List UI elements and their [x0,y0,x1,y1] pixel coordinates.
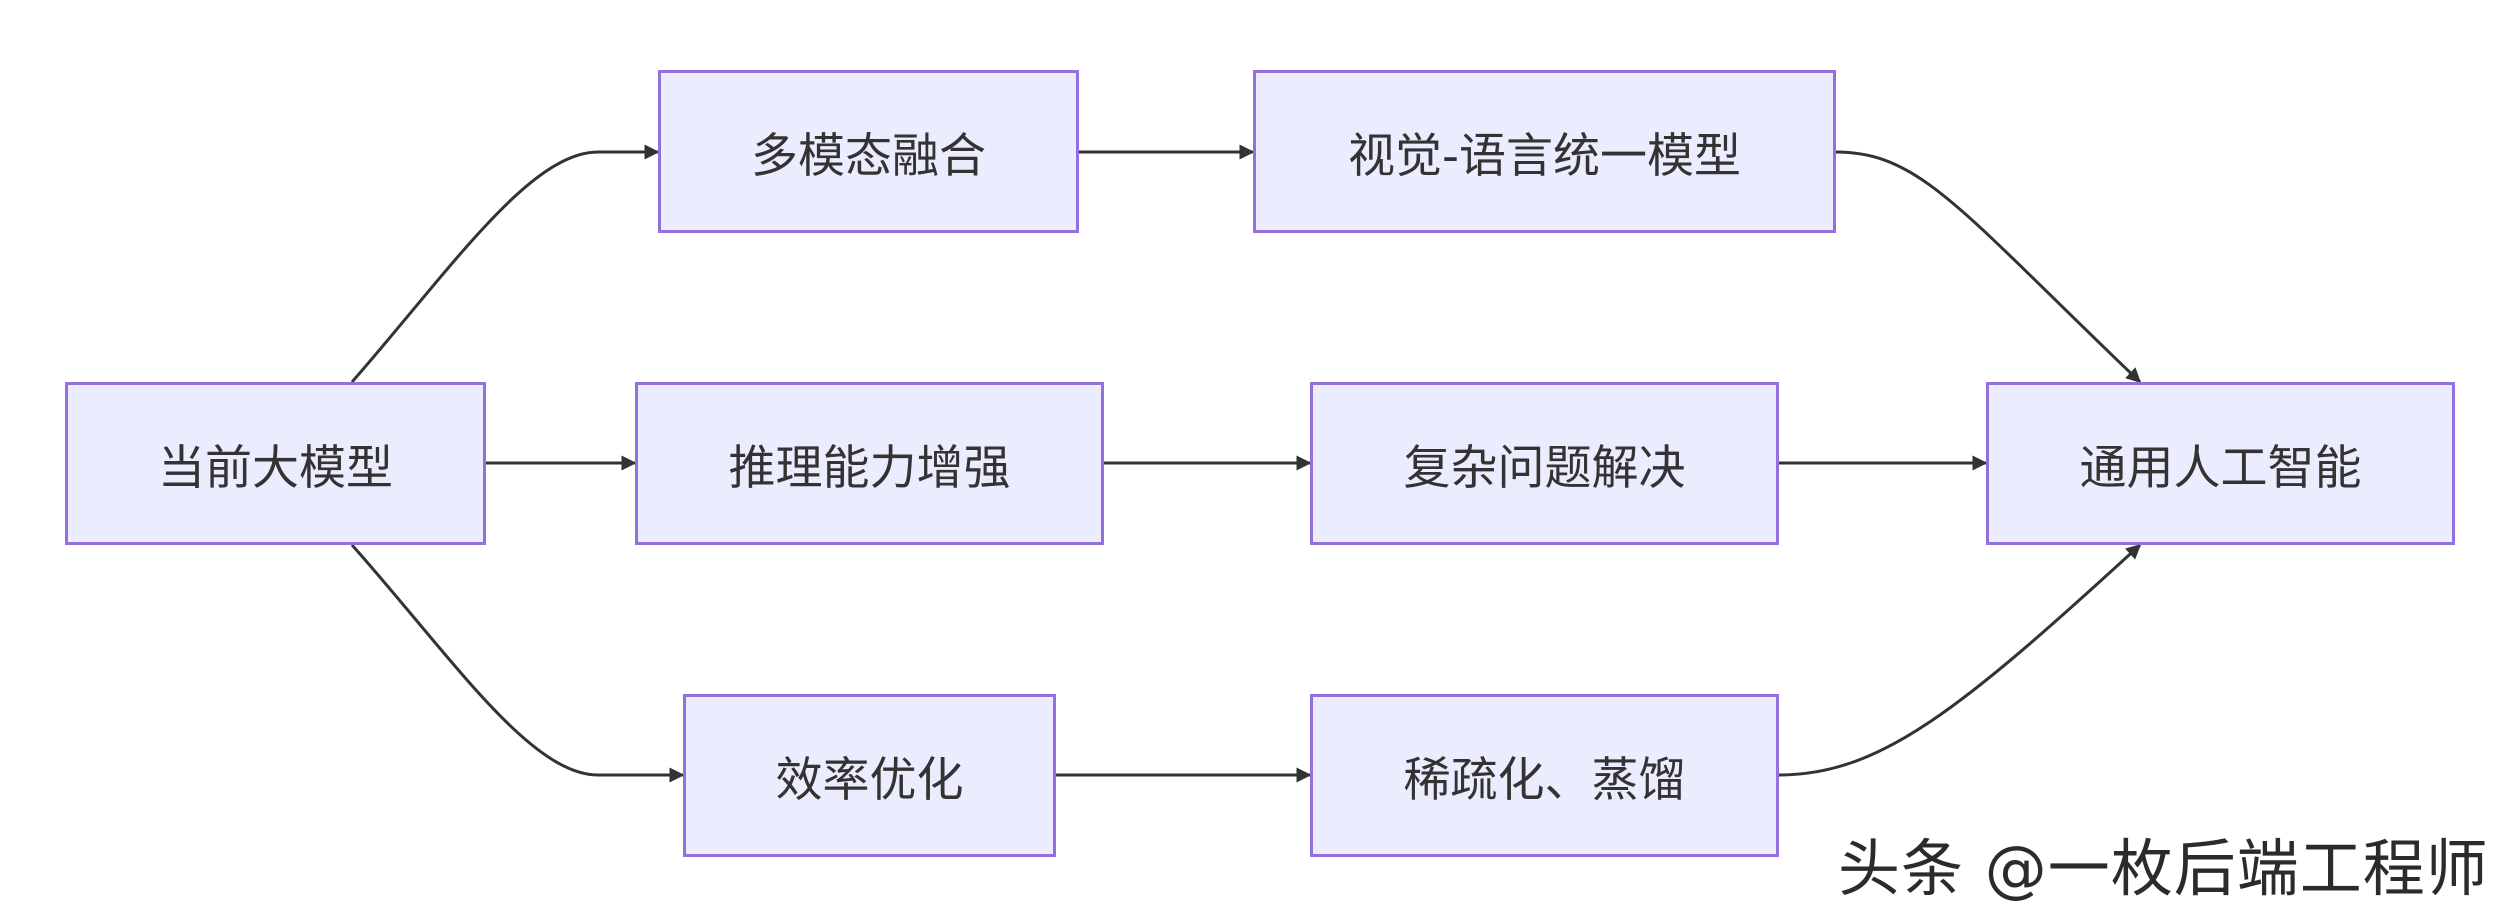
node-current-model: 当前大模型 [65,382,486,545]
node-agi: 通用人工智能 [1986,382,2455,545]
node-vision-language-model: 视觉-语言统一模型 [1253,70,1836,233]
edge-sparse-to-agi [1778,543,2142,777]
node-complex-problem-solving: 复杂问题解决 [1310,382,1779,545]
node-label: 通用人工智能 [2079,441,2362,496]
node-label: 当前大模型 [158,441,393,496]
node-multimodal-fusion: 多模态融合 [658,70,1079,233]
watermark: 头条 @一枚后端工程师 [1838,832,2489,905]
node-label: 推理能力增强 [728,441,1011,496]
node-efficiency-optimization: 效率优化 [683,694,1056,857]
edge-current-to-multimodal [350,144,660,383]
node-label: 多模态融合 [751,129,986,184]
edge-vision-to-agi [1835,150,2142,384]
node-label: 复杂问题解决 [1403,441,1686,496]
node-label: 视觉-语言统一模型 [1348,129,1741,184]
node-label: 效率优化 [775,753,964,808]
node-sparsification-distillation: 稀疏化、蒸馏 [1310,694,1779,857]
node-reasoning-enhancement: 推理能力增强 [635,382,1104,545]
edge-current-to-efficiency [350,544,685,783]
node-label: 稀疏化、蒸馏 [1403,753,1686,808]
